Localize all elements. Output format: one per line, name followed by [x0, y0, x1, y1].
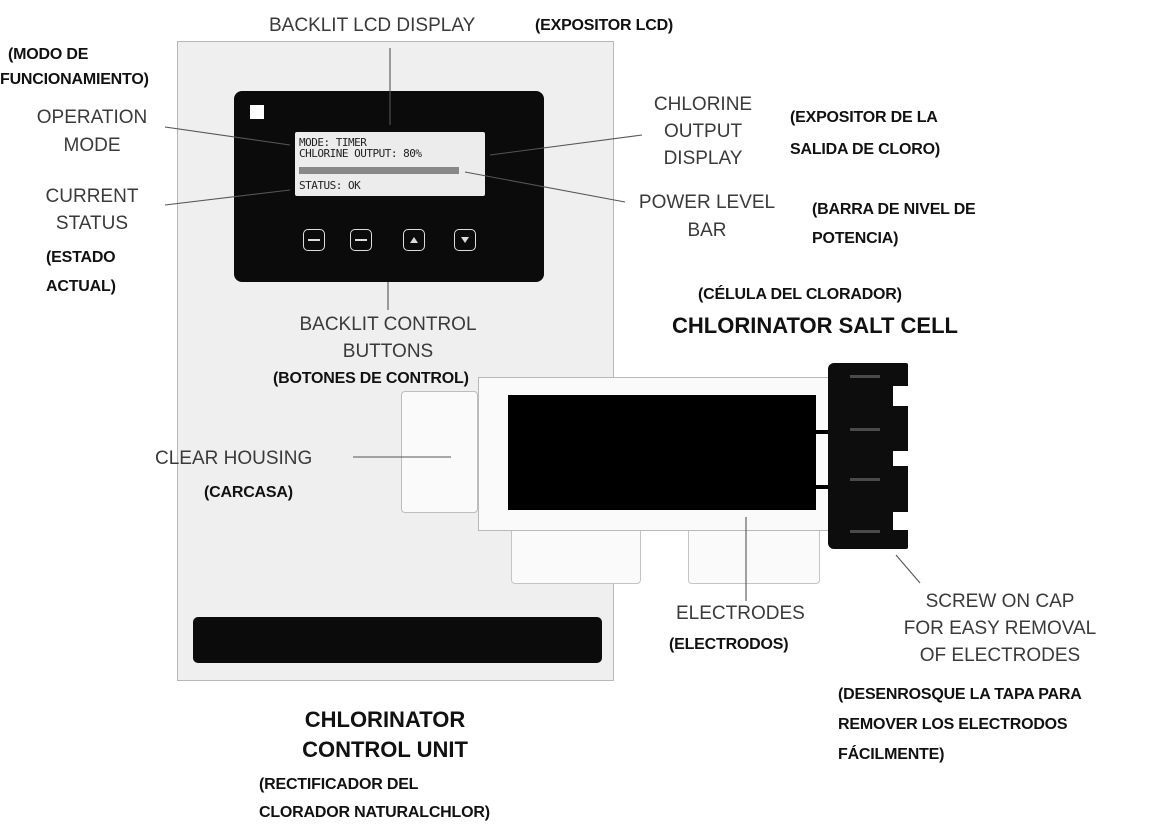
label-power-level-es-2: POTENCIA) — [812, 230, 899, 247]
label-control-unit-es-2: CLORADOR NATURALCHLOR) — [259, 804, 490, 821]
label-screw-cap-es-3: FÁCILMENTE) — [838, 746, 945, 763]
lcd-output-line: CHLORINE OUTPUT: 80% — [299, 147, 422, 160]
menu-button[interactable] — [303, 229, 325, 251]
label-current-status-1: CURRENT — [45, 186, 139, 207]
label-control-buttons-es: (BOTONES DE CONTROL) — [273, 370, 469, 387]
leader-operation-mode — [164, 126, 291, 146]
cap-notch — [893, 512, 913, 530]
leader-screw-cap — [895, 554, 921, 584]
label-operation-mode-es-1: (MODO DE — [8, 46, 89, 63]
label-chlorine-output-es-1: (EXPOSITOR DE LA — [790, 109, 938, 126]
label-chlorine-output-es-2: SALIDA DE CLORO) — [790, 141, 940, 158]
label-operation-mode-2: MODE — [63, 135, 121, 156]
label-clear-housing-es: (CARCASA) — [204, 484, 293, 501]
label-power-level-1: POWER LEVEL — [638, 192, 776, 213]
label-control-unit-1: CHLORINATOR — [304, 707, 466, 732]
cap-notch — [893, 451, 913, 466]
label-screw-cap-es-2: REMOVER LOS ELECTRODOS — [838, 716, 1068, 733]
down-button[interactable] — [454, 229, 476, 251]
label-control-unit-2: CONTROL UNIT — [302, 737, 468, 762]
cap-ridge — [850, 375, 880, 378]
label-backlit-lcd-es: (EXPOSITOR LCD) — [535, 17, 674, 34]
label-current-status-es-2: ACTUAL) — [46, 278, 116, 295]
label-operation-mode-es-2: FUNCIONAMIENTO) — [0, 71, 149, 88]
enter-icon — [355, 239, 367, 241]
cap-ridge — [850, 428, 880, 431]
label-chlorine-output-3: DISPLAY — [663, 148, 743, 169]
up-button[interactable] — [403, 229, 425, 251]
label-power-level-2: BAR — [687, 220, 727, 241]
label-operation-mode-1: OPERATION — [36, 107, 148, 128]
label-screw-cap-3: OF ELECTRODES — [919, 645, 1081, 666]
bottom-slot — [193, 617, 602, 663]
cell-foot-right — [688, 529, 820, 584]
indicator-square — [250, 105, 264, 119]
leader-power-bar — [464, 171, 626, 203]
label-chlorine-output-1: CHLORINE — [653, 94, 753, 115]
label-electrodes-es: (ELECTRODOS) — [669, 636, 789, 653]
lcd-screen — [295, 132, 485, 196]
leader-current-status — [164, 189, 291, 206]
label-backlit-lcd: BACKLIT LCD DISPLAY — [269, 15, 476, 36]
label-screw-cap-1: SCREW ON CAP — [925, 591, 1075, 612]
label-salt-cell-es: (CÉLULA DEL CLORADOR) — [698, 286, 902, 303]
label-current-status-2: STATUS — [55, 213, 129, 234]
label-control-unit-es-1: (RECTIFICADOR DEL — [259, 776, 419, 793]
label-control-buttons-1: BACKLIT CONTROL — [299, 314, 477, 335]
label-current-status-es-1: (ESTADO — [46, 249, 116, 266]
electrode-rod — [815, 430, 831, 434]
power-level-bar — [299, 167, 459, 174]
label-control-buttons-2: BUTTONS — [342, 341, 434, 362]
cell-foot-left — [511, 529, 641, 584]
lcd-status-line: STATUS: OK — [299, 179, 361, 192]
leader-chlorine-output — [489, 134, 643, 156]
label-clear-housing: CLEAR HOUSING — [155, 448, 313, 469]
electrodes-block — [508, 395, 816, 510]
arrow-down-icon — [461, 237, 469, 243]
cap-notch — [893, 386, 913, 406]
menu-icon — [308, 239, 320, 241]
arrow-up-icon — [410, 237, 418, 243]
lcd-mode-line: MODE: TIMER — [299, 136, 367, 149]
label-screw-cap-2: FOR EASY REMOVAL — [903, 618, 1097, 639]
cap-ridge — [850, 478, 880, 481]
electrode-rod — [815, 485, 831, 489]
label-chlorine-output-2: OUTPUT — [663, 121, 743, 142]
clear-housing — [401, 391, 478, 513]
label-power-level-es-1: (BARRA DE NIVEL DE — [812, 201, 976, 218]
label-electrodes: ELECTRODES — [676, 603, 805, 624]
cap-ridge — [850, 530, 880, 533]
enter-button[interactable] — [350, 229, 372, 251]
label-screw-cap-es-1: (DESENROSQUE LA TAPA PARA — [838, 686, 1082, 703]
label-salt-cell: CHLORINATOR SALT CELL — [672, 313, 958, 338]
